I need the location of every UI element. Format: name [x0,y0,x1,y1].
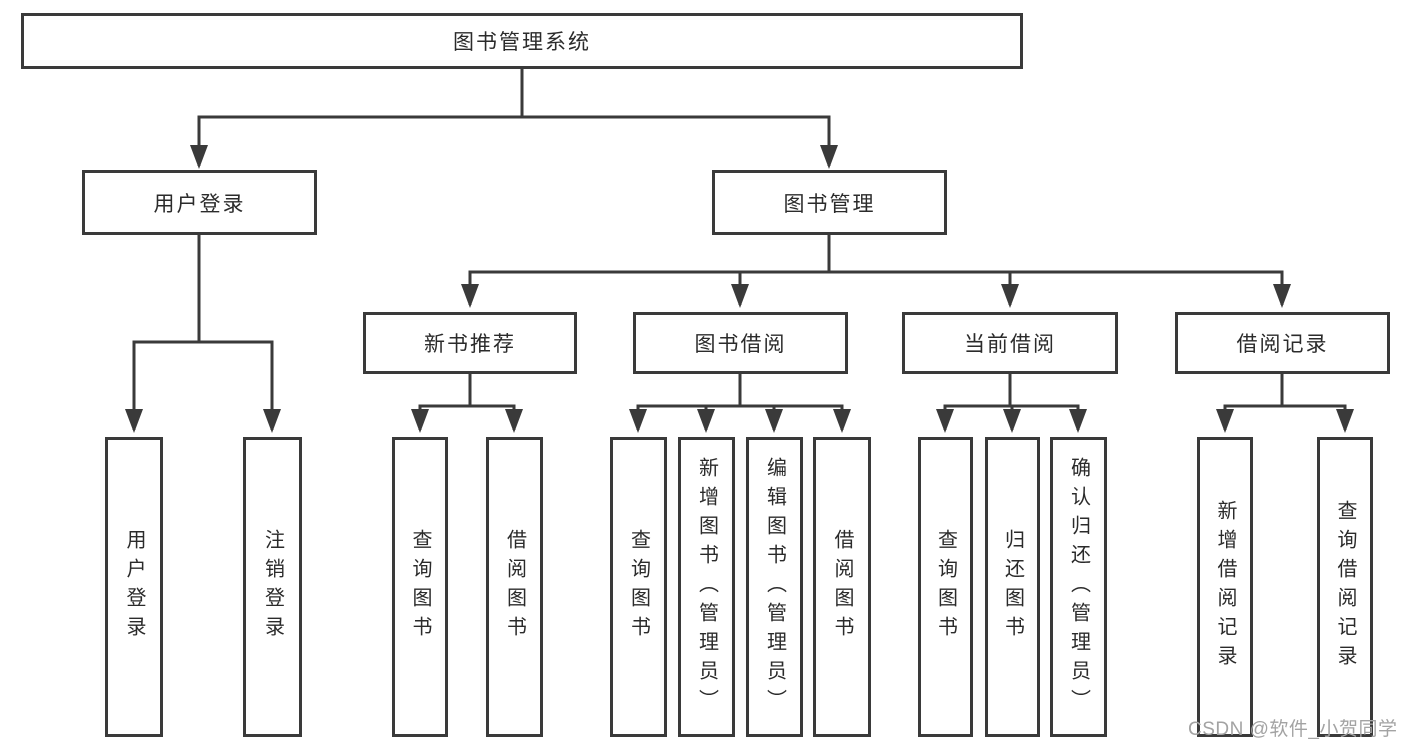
leaf-return-books: 归还图书 [985,437,1040,737]
node-label: 当前借阅 [964,333,1056,356]
leaf-label: 查询借阅记录 [1334,500,1356,674]
node-label: 新书推荐 [424,333,516,356]
leaf-label: 查询图书 [409,529,431,645]
node-user-login: 用户登录 [82,170,317,235]
leaf-borrow-books-borrowing: 借阅图书 [813,437,871,737]
leaf-query-books-recommend: 查询图书 [392,437,448,737]
node-label: 图书借阅 [694,333,787,356]
leaf-label: 借阅图书 [831,529,853,645]
leaf-query-books-current: 查询图书 [918,437,973,737]
leaf-query-books-borrowing: 查询图书 [610,437,667,737]
leaf-label: 注销登录 [261,529,284,645]
leaf-logout: 注销登录 [243,437,302,737]
leaf-label: 查询图书 [934,529,957,645]
node-book-borrowing: 图书借阅 [633,312,848,374]
leaf-add-borrow-record: 新增借阅记录 [1197,437,1253,737]
leaf-query-borrow-record: 查询借阅记录 [1317,437,1373,737]
node-new-book-recommendation: 新书推荐 [363,312,577,374]
leaf-label: 新增借阅记录 [1214,500,1236,674]
leaf-label: 用户登录 [123,529,145,645]
csdn-watermark: CSDN @软件_小贺同学 [1188,719,1398,740]
leaf-user-login: 用户登录 [105,437,163,737]
leaf-label: 确认归还（管理员） [1067,456,1090,718]
leaf-label: 编辑图书（管理员） [763,456,786,718]
leaf-label: 借阅图书 [503,529,526,645]
leaf-edit-book-admin: 编辑图书（管理员） [746,437,803,737]
node-root-library-management-system: 图书管理系统 [21,13,1023,69]
node-book-management: 图书管理 [712,170,947,235]
leaf-add-book-admin: 新增图书（管理员） [678,437,735,737]
leaf-label: 查询图书 [627,529,650,645]
leaf-confirm-return-admin: 确认归还（管理员） [1050,437,1107,737]
node-borrowing-records: 借阅记录 [1175,312,1390,374]
leaf-borrow-books-recommend: 借阅图书 [486,437,543,737]
leaf-label: 归还图书 [1001,529,1024,645]
leaf-label: 新增图书（管理员） [695,456,718,718]
node-label: 借阅记录 [1236,333,1329,356]
node-label: 图书管理系统 [453,31,591,54]
node-label: 图书管理 [783,192,876,216]
node-current-borrowing: 当前借阅 [902,312,1118,374]
node-label: 用户登录 [153,192,246,216]
